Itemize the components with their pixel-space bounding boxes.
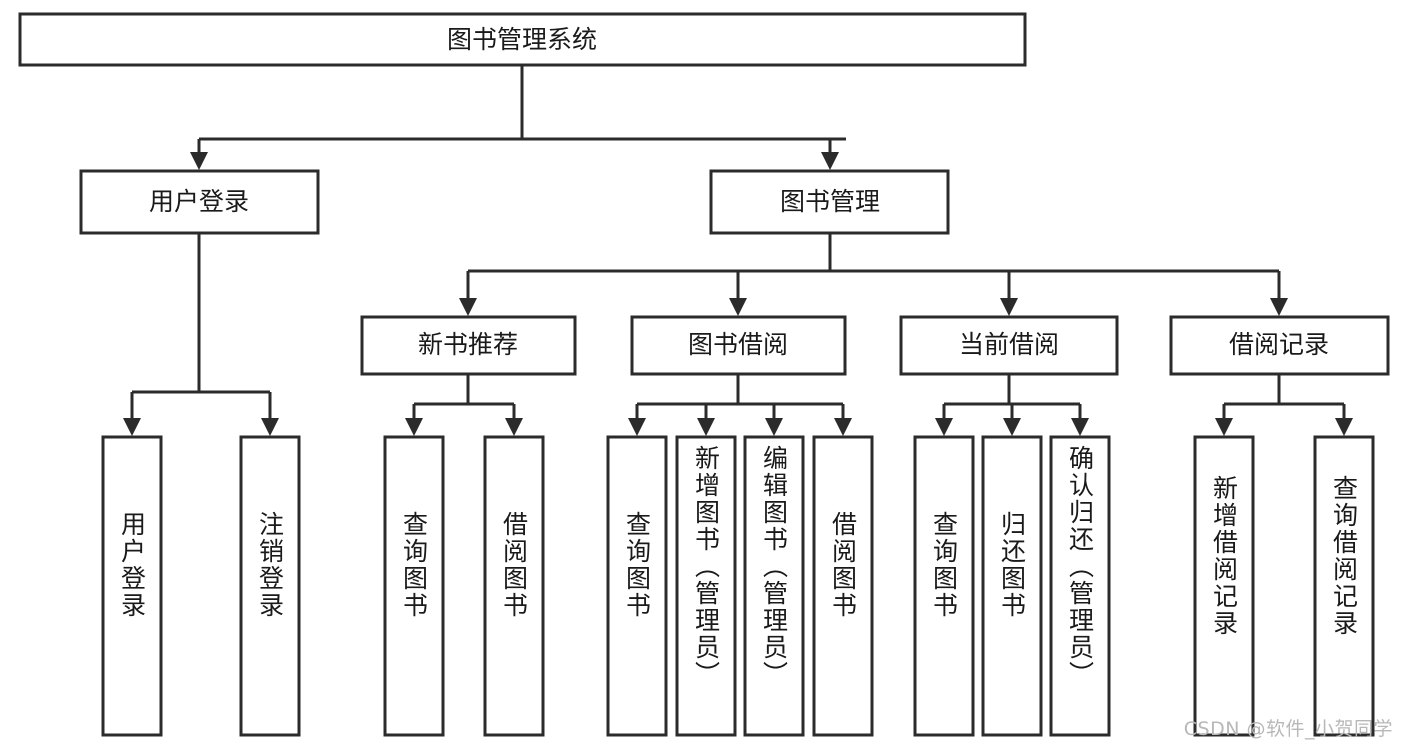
arrowhead-leaf-query-book-new xyxy=(405,418,423,436)
node-user-login[interactable]: 用户登录 xyxy=(79,169,320,235)
node-new-book-recommend-label: 新书推荐 xyxy=(418,330,518,359)
node-leaf-query-record-rect[interactable] xyxy=(1313,435,1375,737)
node-leaf-query-book-borrow-rect[interactable] xyxy=(606,435,668,737)
node-leaf-query-book-new-rect[interactable] xyxy=(383,435,445,737)
node-root-rect[interactable] xyxy=(18,12,1027,67)
node-book-borrow-rect[interactable] xyxy=(630,315,847,376)
node-book-manage[interactable]: 图书管理 xyxy=(709,169,950,235)
node-borrow-record[interactable]: 借阅记录 xyxy=(1169,315,1390,376)
node-book-borrow[interactable]: 图书借阅 xyxy=(630,315,847,376)
arrowhead-leaf-logout xyxy=(261,418,279,436)
node-leaf-borrow-book-new-rect[interactable] xyxy=(483,435,545,737)
arrowhead-new-book-recommend xyxy=(459,298,477,316)
node-current-borrow-label: 当前借阅 xyxy=(959,330,1059,359)
node-book-manage-rect[interactable] xyxy=(709,169,950,235)
csdn-watermark: CSDN @软件_小贺同学 xyxy=(1183,718,1393,740)
node-group: 图书管理系统 用户登录 图书管理 新书推荐 图书借阅 当前 xyxy=(18,12,1390,737)
node-leaf-add-book-rect[interactable] xyxy=(675,435,737,737)
arrowhead-leaf-edit-book xyxy=(765,418,783,436)
arrowhead-leaf-add-record xyxy=(1215,418,1233,436)
edge-group xyxy=(123,65,1353,436)
node-leaf-user-login-rect[interactable] xyxy=(101,435,163,737)
node-user-login-rect[interactable] xyxy=(79,169,320,235)
arrowhead-leaf-user-login xyxy=(123,418,141,436)
node-leaf-return-book-rect[interactable] xyxy=(981,435,1043,737)
arrowhead-leaf-borrow-book xyxy=(834,418,852,436)
node-leaf-borrow-book-rect[interactable] xyxy=(812,435,874,737)
arrowhead-borrow-record xyxy=(1270,298,1288,316)
arrowhead-leaf-add-book xyxy=(697,418,715,436)
node-root-label: 图书管理系统 xyxy=(447,25,597,54)
node-borrow-record-rect[interactable] xyxy=(1169,315,1390,376)
node-book-borrow-label: 图书借阅 xyxy=(688,330,788,359)
node-leaf-add-record-rect[interactable] xyxy=(1193,435,1255,737)
node-borrow-record-label: 借阅记录 xyxy=(1229,330,1329,359)
node-new-book-recommend[interactable]: 新书推荐 xyxy=(360,315,577,376)
arrowhead-current-borrow xyxy=(1000,298,1018,316)
node-root[interactable]: 图书管理系统 xyxy=(18,12,1027,67)
arrowhead-leaf-query-book-cur xyxy=(935,418,953,436)
arrowhead-user-login xyxy=(190,152,208,170)
node-current-borrow[interactable]: 当前借阅 xyxy=(899,315,1119,376)
arrowhead-leaf-query-record xyxy=(1335,418,1353,436)
node-leaf-confirm-return-rect[interactable] xyxy=(1049,435,1111,737)
arrowhead-leaf-query-book-borrow xyxy=(628,418,646,436)
node-user-login-label: 用户登录 xyxy=(149,187,249,216)
node-leaf-logout-rect[interactable] xyxy=(239,435,301,737)
node-new-book-recommend-rect[interactable] xyxy=(360,315,577,376)
arrowhead-leaf-confirm-return xyxy=(1071,418,1089,436)
arrowhead-book-borrow xyxy=(729,298,747,316)
arrowhead-book-manage xyxy=(821,152,839,170)
arrowhead-leaf-borrow-book-new xyxy=(505,418,523,436)
node-book-manage-label: 图书管理 xyxy=(780,187,880,216)
node-leaf-query-book-cur-rect[interactable] xyxy=(913,435,975,737)
node-leaf-edit-book-rect[interactable] xyxy=(743,435,805,737)
node-current-borrow-rect[interactable] xyxy=(899,315,1119,376)
arrowhead-leaf-return-book xyxy=(1003,418,1021,436)
